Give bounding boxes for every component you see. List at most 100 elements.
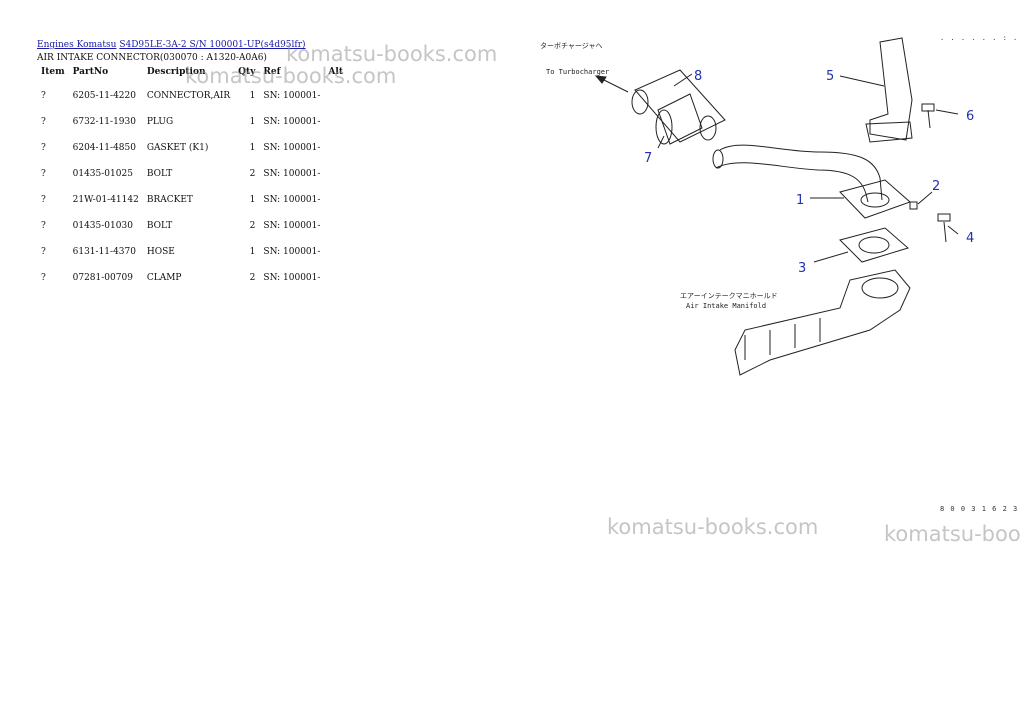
cell-description: CLAMP: [146, 273, 182, 283]
bracket-shape: [869, 37, 913, 141]
table-row: ? 01435-01030 BOLT 2 SN: 100001-: [37, 213, 347, 239]
cell-alt: [324, 109, 347, 135]
cell-partno: 01435-01025: [72, 169, 133, 179]
turbo-label: To Turbocharger: [546, 68, 609, 76]
connector-port: [860, 192, 890, 208]
turbo-arrow-line: [599, 77, 629, 93]
table-row: ? 01435-01025 BOLT 2 SN: 100001-: [37, 161, 347, 187]
cell-qty: 2: [249, 273, 256, 283]
cell-ref: SN: 100001-: [263, 221, 321, 231]
header-description: Description: [146, 67, 206, 77]
cell-item: ?: [41, 169, 46, 179]
leader-line-6: [935, 109, 959, 115]
watermark-text: komatsu-books.com: [286, 42, 498, 66]
cell-alt: [324, 213, 347, 239]
cell-qty: 1: [249, 247, 256, 257]
cell-ref: SN: 100001-: [263, 143, 321, 153]
cell-qty: 1: [249, 195, 256, 205]
cell-description: CONNECTOR,AIR: [146, 91, 231, 101]
bolt-shank: [927, 109, 931, 129]
bracket-foot: [865, 121, 913, 143]
table-row: ? 6732-11-1930 PLUG 1 SN: 100001-: [37, 109, 347, 135]
jp-manifold-label: エアーインテークマニホールド: [680, 292, 778, 300]
cell-item: ?: [41, 143, 46, 153]
callout-1: 1: [796, 193, 804, 208]
table-header-row: Item PartNo Description Qty Ref Alt: [37, 66, 347, 83]
cell-partno: 6204-11-4850: [72, 143, 136, 153]
cell-qty: 1: [249, 91, 256, 101]
cell-description: PLUG: [146, 117, 174, 127]
cell-partno: 6205-11-4220: [72, 91, 136, 101]
cell-qty: 2: [249, 169, 256, 179]
leader-line-7: [657, 135, 665, 149]
exploded-parts-diagram: ターボチャージャへ To Turbocharger エアーインテークマニホールド…: [540, 37, 974, 376]
cell-item: ?: [41, 273, 46, 283]
clamp-ring: [699, 115, 717, 141]
callout-7: 7: [644, 151, 652, 166]
leader-line-5: [839, 75, 885, 87]
cell-description: HOSE: [146, 247, 175, 257]
cell-alt: [324, 135, 347, 161]
callout-8: 8: [694, 69, 702, 84]
cell-ref: SN: 100001-: [263, 247, 321, 257]
cell-ref: SN: 100001-: [263, 91, 321, 101]
table-row: ? 21W-01-41142 BRACKET 1 SN: 100001-: [37, 187, 347, 213]
leader-line-2: [917, 191, 933, 205]
parts-table: Item PartNo Description Qty Ref Alt ? 62…: [37, 66, 347, 291]
turbo-arrow-head: [594, 75, 607, 84]
cell-alt: [324, 187, 347, 213]
drawing-code: 8 0 0 3 1 6 2 3: [940, 505, 1019, 513]
leader-line-3: [813, 251, 849, 263]
cell-description: BOLT: [146, 221, 173, 231]
leader-line-4: [947, 225, 959, 235]
table-row: ? 6131-11-4370 HOSE 1 SN: 100001-: [37, 239, 347, 265]
callout-2: 2: [932, 179, 940, 194]
cell-item: ?: [41, 117, 46, 127]
breadcrumb-link-engines[interactable]: Engines Komatsu: [37, 40, 117, 50]
header-partno: PartNo: [72, 67, 109, 77]
cell-partno: 6131-11-4370: [72, 247, 136, 257]
cell-partno: 6732-11-1930: [72, 117, 136, 127]
clamp-ring: [631, 89, 649, 115]
plug-shape: [909, 201, 918, 210]
cell-ref: SN: 100001-: [263, 117, 321, 127]
bolt-head: [921, 103, 935, 112]
cell-description: BOLT: [146, 169, 173, 179]
cell-partno: 07281-00709: [72, 273, 133, 283]
callout-4: 4: [966, 231, 974, 246]
callout-6: 6: [966, 109, 974, 124]
cell-ref: SN: 100001-: [263, 273, 321, 283]
table-row: ? 6204-11-4850 GASKET (K1) 1 SN: 100001-: [37, 135, 347, 161]
header-qty: Qty: [238, 67, 256, 77]
manifold-port: [861, 277, 899, 299]
cell-alt: [324, 161, 347, 187]
watermark-text: komatsu-boo: [884, 522, 1021, 546]
cell-item: ?: [41, 221, 46, 231]
cell-partno: 01435-01030: [72, 221, 133, 231]
cell-item: ?: [41, 195, 46, 205]
page-title: AIR INTAKE CONNECTOR(030070 : A1320-A0A6…: [37, 53, 267, 63]
top-code: . . . . . . : .: [940, 34, 1019, 42]
cell-partno: 21W-01-41142: [72, 195, 139, 205]
callout-3: 3: [798, 261, 806, 276]
connector-tube-top: [719, 144, 883, 201]
hose-sleeve: [657, 93, 703, 145]
manifold-outline: [734, 269, 911, 376]
connector-flange: [839, 179, 911, 219]
cell-qty: 2: [249, 221, 256, 231]
callout-5: 5: [826, 69, 834, 84]
header-item: Item: [41, 67, 65, 77]
cell-ref: SN: 100001-: [263, 169, 321, 179]
bolt-shank: [943, 221, 947, 243]
table-row: ? 6205-11-4220 CONNECTOR,AIR 1 SN: 10000…: [37, 83, 347, 109]
cell-ref: SN: 100001-: [263, 195, 321, 205]
table-row: ? 07281-00709 CLAMP 2 SN: 100001-: [37, 265, 347, 291]
connector-tube-bottom: [715, 162, 869, 203]
breadcrumb-link-model[interactable]: S4D95LE-3A-2 S/N 100001-UP(s4d95lfr): [119, 40, 306, 50]
cell-qty: 1: [249, 117, 256, 127]
gasket-hole: [858, 236, 890, 254]
connector-tube-end: [712, 149, 724, 169]
cell-alt: [324, 265, 347, 291]
cell-description: GASKET (K1): [146, 143, 209, 153]
bolt-head: [937, 213, 951, 222]
